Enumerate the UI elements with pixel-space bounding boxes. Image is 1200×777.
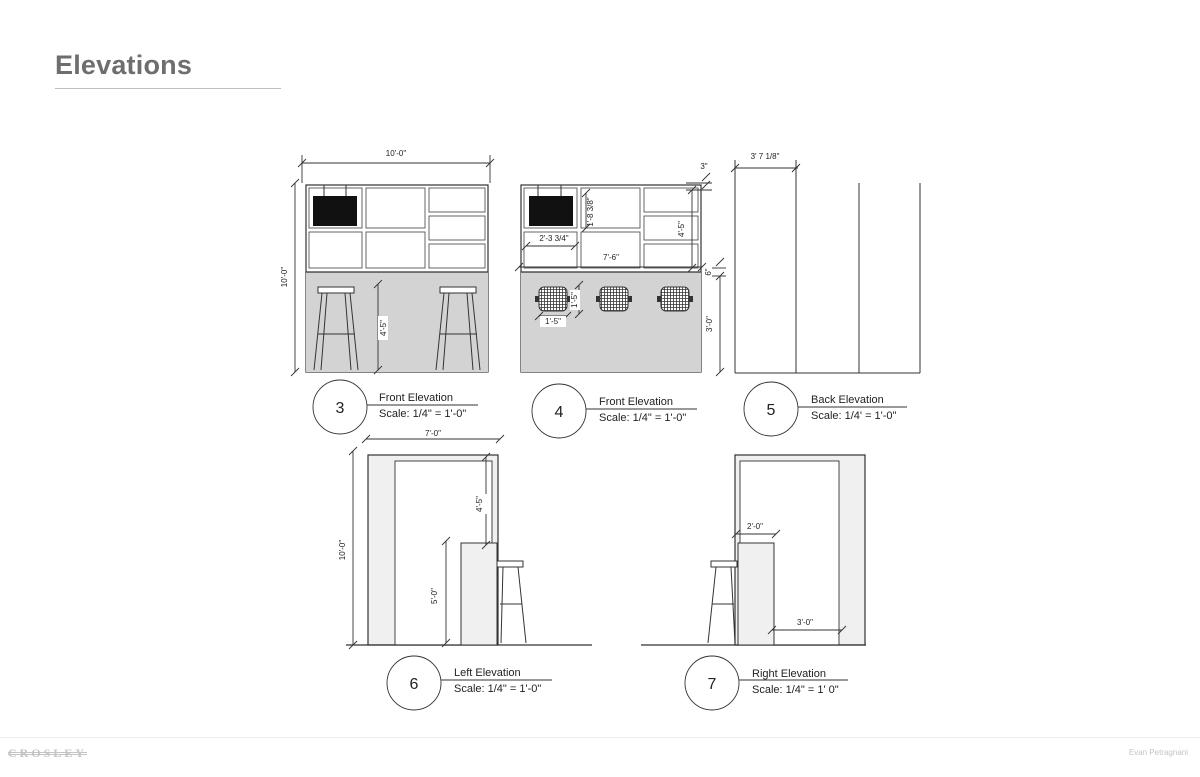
elevation-label-3: 3 Front Elevation Scale: 1/4" = 1'-0" [312,379,478,435]
elevation-label-4: 4 Front Elevation Scale: 1/4" = 1'-0" [531,383,697,439]
label-circle [743,381,799,437]
elevation-title: Back Elevation [811,394,884,406]
elevation-title: Front Elevation [599,396,673,408]
dim-e6-counter: 5'-0" [430,588,439,604]
dim-e6-width: 7'-0" [425,429,441,438]
dim-e3-height: 10'-0" [280,267,289,288]
elevation-number: 3 [336,400,345,417]
elevation-4-drawing: 3" 1'-8 3/8" 4'-5" 2'-3 3/4" 7'-6" 6" 1'… [514,162,726,377]
label-circle [684,655,740,711]
dim-e4-gap: 6" [704,268,713,275]
elevation-scale: Scale: 1/4" = 1'-0" [454,683,541,695]
elevation-number: 4 [555,404,564,421]
elevation-7-drawing: 2'-0" 3'-0" [641,454,866,646]
label-circle [386,655,442,711]
elevation-number: 7 [708,676,717,693]
dim-e7-depth: 3'-0" [797,618,813,627]
dim-e4-upper: 4'-5" [677,221,686,237]
dim-e4-offset: 3" [700,162,707,171]
elevation-title: Right Elevation [752,668,826,680]
elevation-3-drawing: 10'-0" 10'-0" 4'-5" [280,149,495,377]
author-name: Evan Petragnani [1128,748,1188,757]
dim-e4-fixture-w: 1'-5" [545,317,561,326]
dim-e4-panel: 1'-8 3/8" [586,197,595,226]
dim-e6-upper: 4'-5" [475,496,484,512]
light-fixture-icon [535,286,571,312]
bar-stool-icon [707,560,738,644]
elevation-scale: Scale: 1/4" = 1'-0" [379,408,466,420]
elevation-label-7: 7 Right Elevation Scale: 1/4" = 1' 0" [684,655,848,711]
dim-e4-tv: 2'-3 3/4" [539,234,568,243]
dim-e5-width: 3' 7 1/8" [751,152,780,161]
elevation-scale: Scale: 1/4" = 1' 0" [752,684,839,696]
elevation-title: Left Elevation [454,667,521,679]
light-fixture-icon [657,286,693,312]
bar-stool-icon [313,286,359,371]
dim-e4-base: 3'-0" [705,316,714,332]
label-circle [531,383,587,439]
dim-e7-counter-w: 2'-0" [747,522,763,531]
light-fixture-icon [596,286,632,312]
label-circle [312,379,368,435]
elevation-label-6: 6 Left Elevation Scale: 1/4" = 1'-0" [386,655,552,711]
bar-stool-icon [435,286,481,371]
tv-screen-icon [529,196,573,226]
elevation-scale: Scale: 1/4" = 1'-0" [599,412,686,424]
footer-divider [0,737,1200,738]
dim-e4-fixture-h: 1'-5" [570,292,579,308]
dim-e4-span: 7'-6" [603,253,619,262]
tv-screen-icon [313,196,357,226]
elevation-number: 5 [767,402,776,419]
elevation-number: 6 [410,676,419,693]
elevation-5-drawing: 3' 7 1/8" [730,152,921,374]
page-title: Elevations [55,50,193,80]
title-underline [55,88,281,89]
elevation-label-5: 5 Back Elevation Scale: 1/4' = 1'-0" [743,381,907,437]
elevation-title: Front Elevation [379,392,453,404]
elevation-6-drawing: 7'-0" 10'-0" 4'-5" 5'-0" [338,429,592,650]
dim-e6-height: 10'-0" [338,540,347,561]
elevation-scale: Scale: 1/4' = 1'-0" [811,410,897,422]
bar-stool-icon [496,560,527,644]
dim-e3-width: 10'-0" [386,149,407,158]
dim-e3-counter: 4'-5" [379,320,388,336]
brand-logo: CROSLEY [8,746,88,760]
